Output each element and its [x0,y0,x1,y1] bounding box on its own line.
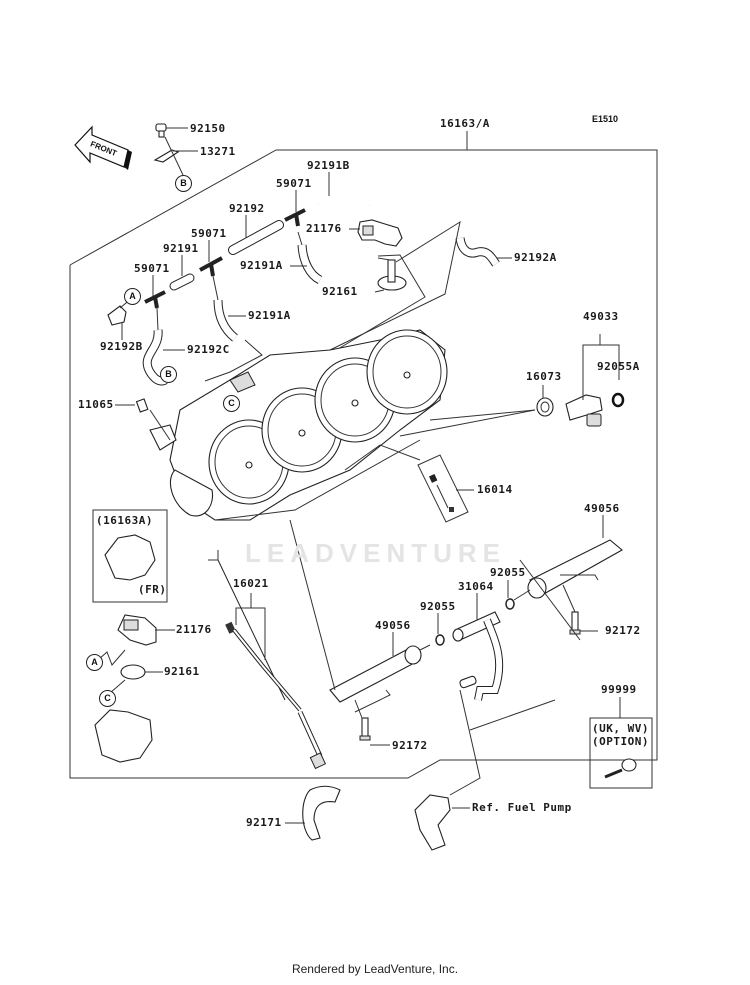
t-fitting-59071-left [144,290,166,309]
o-ring-92055-right [505,598,515,610]
label-92161-side[interactable]: 92161 [164,665,200,678]
label-option: (OPTION) [592,735,649,748]
label-21176-side[interactable]: 21176 [176,623,212,636]
label-92191[interactable]: 92191 [163,242,199,255]
leader-92161-top [374,289,385,293]
inset-box-16163A [92,509,168,603]
bolt-92150 [155,123,167,138]
inset-part-16163A [104,534,156,581]
throttle-body-assembly [149,329,448,521]
label-16163A[interactable]: 16163/A [440,117,490,130]
label-FR: (FR) [138,583,167,596]
joint-31064 [452,611,504,701]
label-31064[interactable]: 31064 [458,580,494,593]
label-16163A-box[interactable]: (16163A) [96,514,153,527]
connector [229,371,256,393]
watermark: LEADVENTURE [245,538,507,568]
bolt-92172-right [569,611,581,635]
label-16073[interactable]: 16073 [526,370,562,383]
label-49033[interactable]: 49033 [583,310,619,323]
fuel-rail-49056-left [329,645,422,703]
sensor-holder-92161-top [377,259,407,291]
label-13271[interactable]: 13271 [200,145,236,158]
front-arrow-icon: FRONT [74,125,132,170]
screw-kit-16014 [417,454,469,523]
label-92150[interactable]: 92150 [190,122,226,135]
o-ring-92055A [611,392,625,408]
bracket [149,424,177,451]
leader-49033 [582,344,620,400]
label-92055-left[interactable]: 92055 [420,600,456,613]
label-59071-mid[interactable]: 59071 [191,227,227,240]
assembly-boundary [69,149,658,779]
throttle-cable-16021 [217,559,327,770]
label-92191B[interactable]: 92191B [307,159,350,172]
ref-marker-A-top: A [124,288,141,305]
label-99999[interactable]: 99999 [601,683,637,696]
label-16014[interactable]: 16014 [477,483,513,496]
fuel-pump-connector [414,794,451,851]
label-49056-right[interactable]: 49056 [584,502,620,515]
label-92192B[interactable]: 92192B [100,340,143,353]
fuel-rail-49056-right [527,539,623,599]
label-92191A-mid[interactable]: 92191A [248,309,291,322]
ref-marker-B-top: B [175,175,192,192]
seal-16073 [536,397,554,417]
label-21176-top[interactable]: 21176 [306,222,342,235]
ref-marker-B-mid: B [160,366,177,383]
label-92172-right[interactable]: 92172 [605,624,641,637]
label-92172-left[interactable]: 92172 [392,739,428,752]
t-fitting-59071-top [284,208,306,227]
label-92192A[interactable]: 92192A [514,251,557,264]
label-92191A-top[interactable]: 92191A [240,259,283,272]
lower-throttle-part [94,709,153,763]
o-ring-92055-left [435,634,445,646]
option-box-99999 [589,717,653,789]
label-59071-left[interactable]: 59071 [134,262,170,275]
bolt-92172-left [359,717,371,741]
throttle-bore-4 [366,329,448,415]
ref-marker-C-side: C [99,690,116,707]
clip-92171 [302,785,341,841]
holder-92161-side [120,664,146,680]
label-49056-left[interactable]: 49056 [375,619,411,632]
diagram-code: E1510 [592,114,619,124]
label-ref-fuel-pump[interactable]: Ref. Fuel Pump [472,801,572,814]
cap-11065 [135,398,149,413]
leader-B-top [164,136,184,176]
label-11065[interactable]: 11065 [78,398,114,411]
sensor-21176-top [357,219,403,247]
label-92192[interactable]: 92192 [229,202,265,215]
label-92055A[interactable]: 92055A [597,360,640,373]
cap-92192B [107,305,127,326]
label-uk-wv: (UK, WV) [592,722,649,735]
t-fitting-59071-mid [199,256,223,277]
label-59071-top[interactable]: 59071 [276,177,312,190]
option-weight-part [604,758,637,779]
label-92171[interactable]: 92171 [246,816,282,829]
label-92192C[interactable]: 92192C [187,343,230,356]
sensor-49033 [565,394,603,427]
label-92161-top[interactable]: 92161 [322,285,358,298]
label-92055-right[interactable]: 92055 [490,566,526,579]
ref-marker-C-mid: C [223,395,240,412]
ref-marker-A-side: A [86,654,103,671]
throttle-pulley [170,469,214,517]
label-16021[interactable]: 16021 [233,577,269,590]
footer-credit: Rendered by LeadVenture, Inc. [291,962,459,976]
